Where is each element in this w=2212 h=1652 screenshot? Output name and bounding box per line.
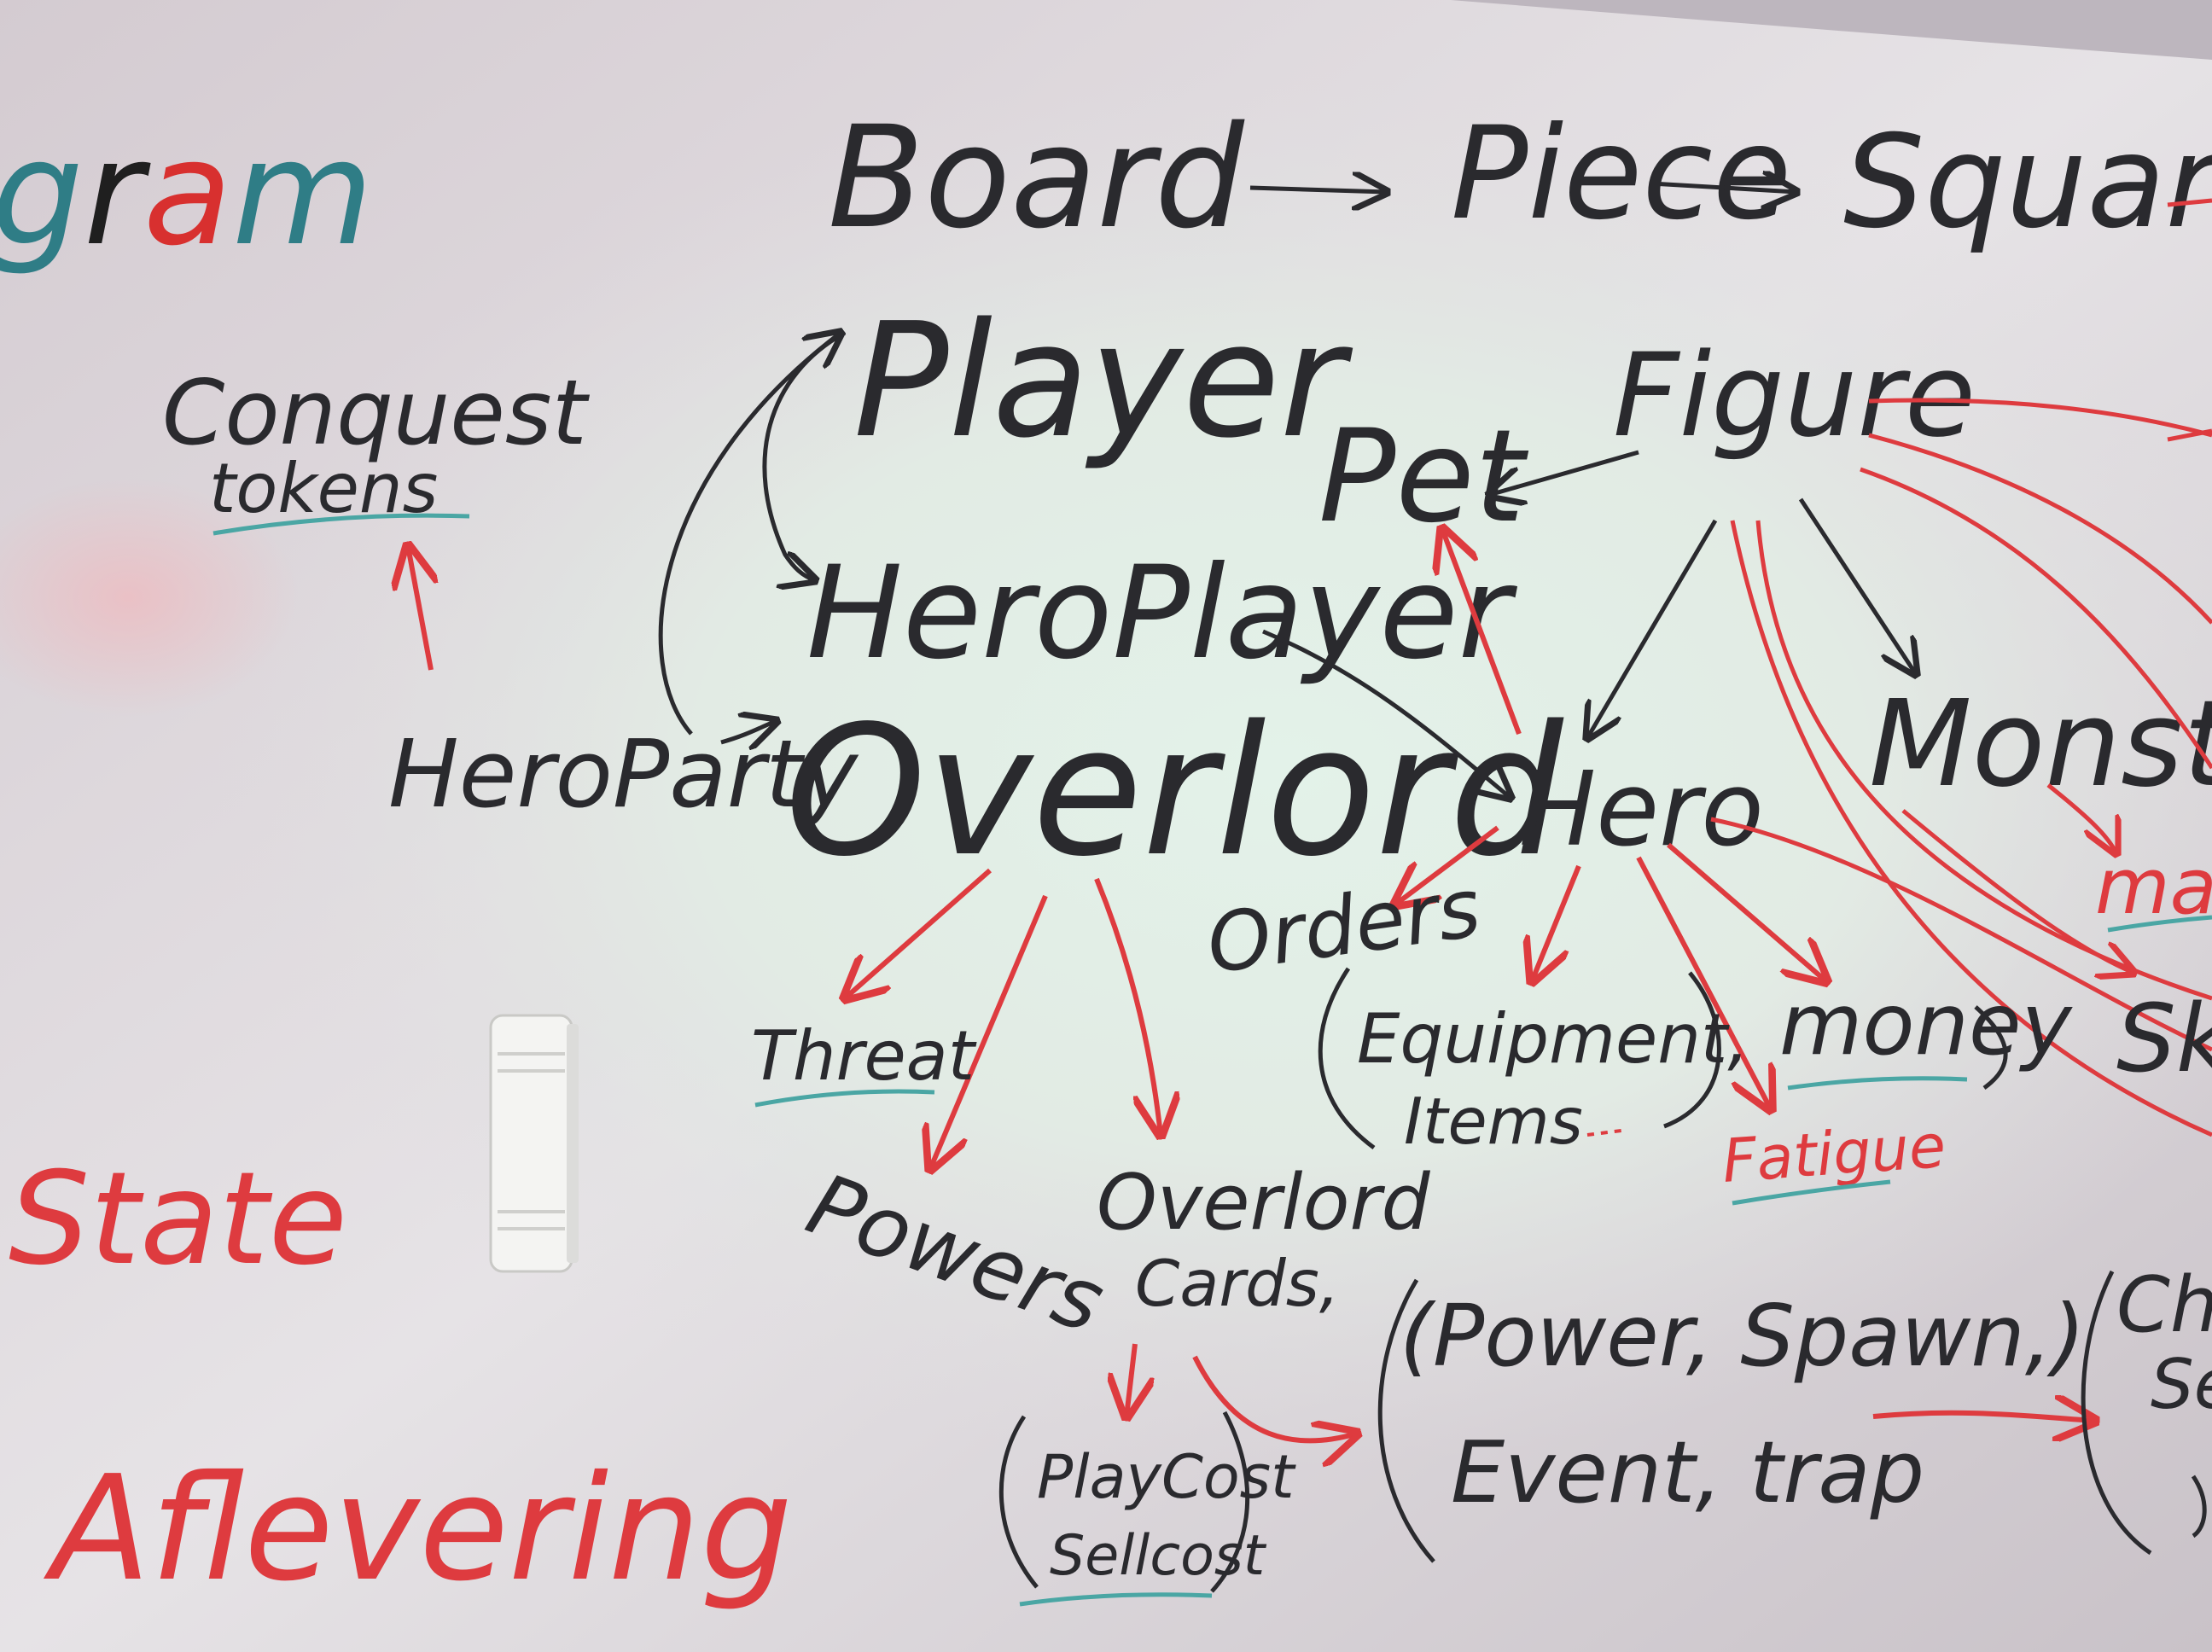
fatigue-underline bbox=[1732, 1179, 1891, 1206]
equipment-right-paren bbox=[1663, 971, 1721, 1129]
mas-label: mas bbox=[2095, 842, 2212, 932]
corner-letter-m: m bbox=[232, 109, 374, 278]
equipment-label: Equipment, bbox=[1357, 999, 1749, 1079]
corner-letter-r: r bbox=[84, 109, 151, 278]
hero-to-orders-arrow bbox=[1395, 825, 1499, 905]
heroparty-to-player-arrow bbox=[658, 333, 841, 736]
figure-to-sk-arrow bbox=[1901, 809, 2133, 973]
state-label: State bbox=[9, 1145, 347, 1294]
corner-word: gram bbox=[0, 109, 374, 278]
conquest-label: Conquest bbox=[162, 361, 591, 465]
cost-underline bbox=[1019, 1592, 1213, 1607]
figure-red-line-5 bbox=[1730, 520, 2212, 1137]
figure-to-monster-arrow bbox=[1798, 497, 1916, 674]
sk-label: Sk bbox=[2116, 984, 2212, 1093]
hero-to-fatigue-arrow bbox=[1636, 856, 1771, 1109]
hero-to-equipment-arrow bbox=[1532, 864, 1581, 981]
figure-label: Figure bbox=[1613, 329, 1976, 462]
monster-label: Monster bbox=[1869, 675, 2212, 814]
right-bottom-paren bbox=[2081, 1270, 2152, 1556]
corner-letter-a: a bbox=[143, 109, 232, 278]
figure-to-hero-arrow bbox=[1587, 519, 1718, 738]
square-red-dash bbox=[2167, 198, 2212, 207]
heroparty-to-overlord-arrow bbox=[720, 721, 777, 742]
overlord-to-cards-arrow bbox=[1094, 877, 1161, 1135]
se-label: Se bbox=[2151, 1345, 2212, 1424]
card-types-line1: (Power, Spawn,) bbox=[1400, 1286, 2086, 1386]
types-to-right-arrow bbox=[1872, 1413, 2095, 1421]
overlord-to-powers-arrow bbox=[930, 894, 1048, 1169]
cards-to-cost-arrow bbox=[1126, 1343, 1135, 1416]
cost-right-paren bbox=[1210, 1411, 1250, 1593]
heroplayer-label: HeroPlayer bbox=[806, 539, 1518, 688]
items-red-dash bbox=[1586, 1129, 1622, 1137]
types-left-paren bbox=[1377, 1278, 1435, 1563]
right-edge-red-dash bbox=[2167, 428, 2212, 442]
playcost-label: PlayCost bbox=[1037, 1442, 1296, 1512]
fatigue-label: Fatigue bbox=[1720, 1111, 1947, 1196]
equipment-left-paren bbox=[1318, 967, 1376, 1150]
overlord-cards-label-1: Overlord bbox=[1097, 1158, 1431, 1248]
money-right-paren bbox=[1974, 1005, 2008, 1091]
items-label: Items bbox=[1404, 1084, 1583, 1159]
piece-label: Piece bbox=[1451, 100, 1791, 248]
pet-label: Pet bbox=[1318, 403, 1529, 551]
heroparty-to-tokens-arrow bbox=[408, 546, 431, 671]
heroplayer-to-hero-arrow bbox=[1262, 629, 1511, 798]
figure-red-line-1 bbox=[1868, 398, 2212, 438]
board-top-edge bbox=[1451, 0, 2212, 60]
svg-text:gram: gram bbox=[0, 109, 374, 278]
tokens-underline bbox=[212, 513, 470, 536]
figure-red-line-3 bbox=[1860, 467, 2212, 770]
che-label: Che bbox=[2116, 1260, 2212, 1350]
figure-to-pet-arrow bbox=[1489, 450, 1639, 495]
aflevering-label: Aflevering bbox=[43, 1445, 793, 1614]
overlord-label: Overlord bbox=[785, 687, 1564, 896]
pink-reflection bbox=[0, 478, 299, 717]
whiteboard-magnet bbox=[489, 1014, 579, 1273]
cost-left-paren bbox=[998, 1415, 1039, 1589]
card-types-line2: Event, trap bbox=[1451, 1422, 1924, 1522]
figure-red-line-2 bbox=[1868, 433, 2212, 625]
hero-to-money-arrow bbox=[1667, 842, 1826, 981]
cards-to-types-arrow bbox=[1192, 1355, 1357, 1440]
piece-to-square-arrow bbox=[1650, 183, 1796, 192]
overlord-to-threat-arrow bbox=[845, 868, 992, 998]
square-label: Square bbox=[1843, 108, 2212, 257]
hero-to-right-red-line bbox=[1710, 817, 2212, 1052]
board-to-piece-arrow bbox=[1249, 188, 1387, 192]
hero-label: Hero bbox=[1519, 751, 1764, 870]
corner-letter-g: g bbox=[0, 109, 84, 278]
threat-underline bbox=[754, 1089, 935, 1108]
figure-to-mas-arrow bbox=[2046, 783, 2116, 853]
board-label: Board bbox=[828, 96, 1245, 259]
money-label: money bbox=[1779, 974, 2073, 1074]
money-underline bbox=[1787, 1076, 1968, 1091]
hero-to-pet-arrow bbox=[1442, 529, 1522, 736]
player-label: Player bbox=[853, 288, 1353, 473]
right-edge-hook bbox=[2191, 1475, 2207, 1539]
light-glare bbox=[213, 68, 2212, 1468]
sellcost-label: Sellcost bbox=[1050, 1524, 1267, 1588]
threat-label: Threat bbox=[751, 1016, 977, 1096]
overlord-cards-label-2: Cards, bbox=[1135, 1246, 1340, 1321]
mas-underline bbox=[2107, 915, 2212, 933]
